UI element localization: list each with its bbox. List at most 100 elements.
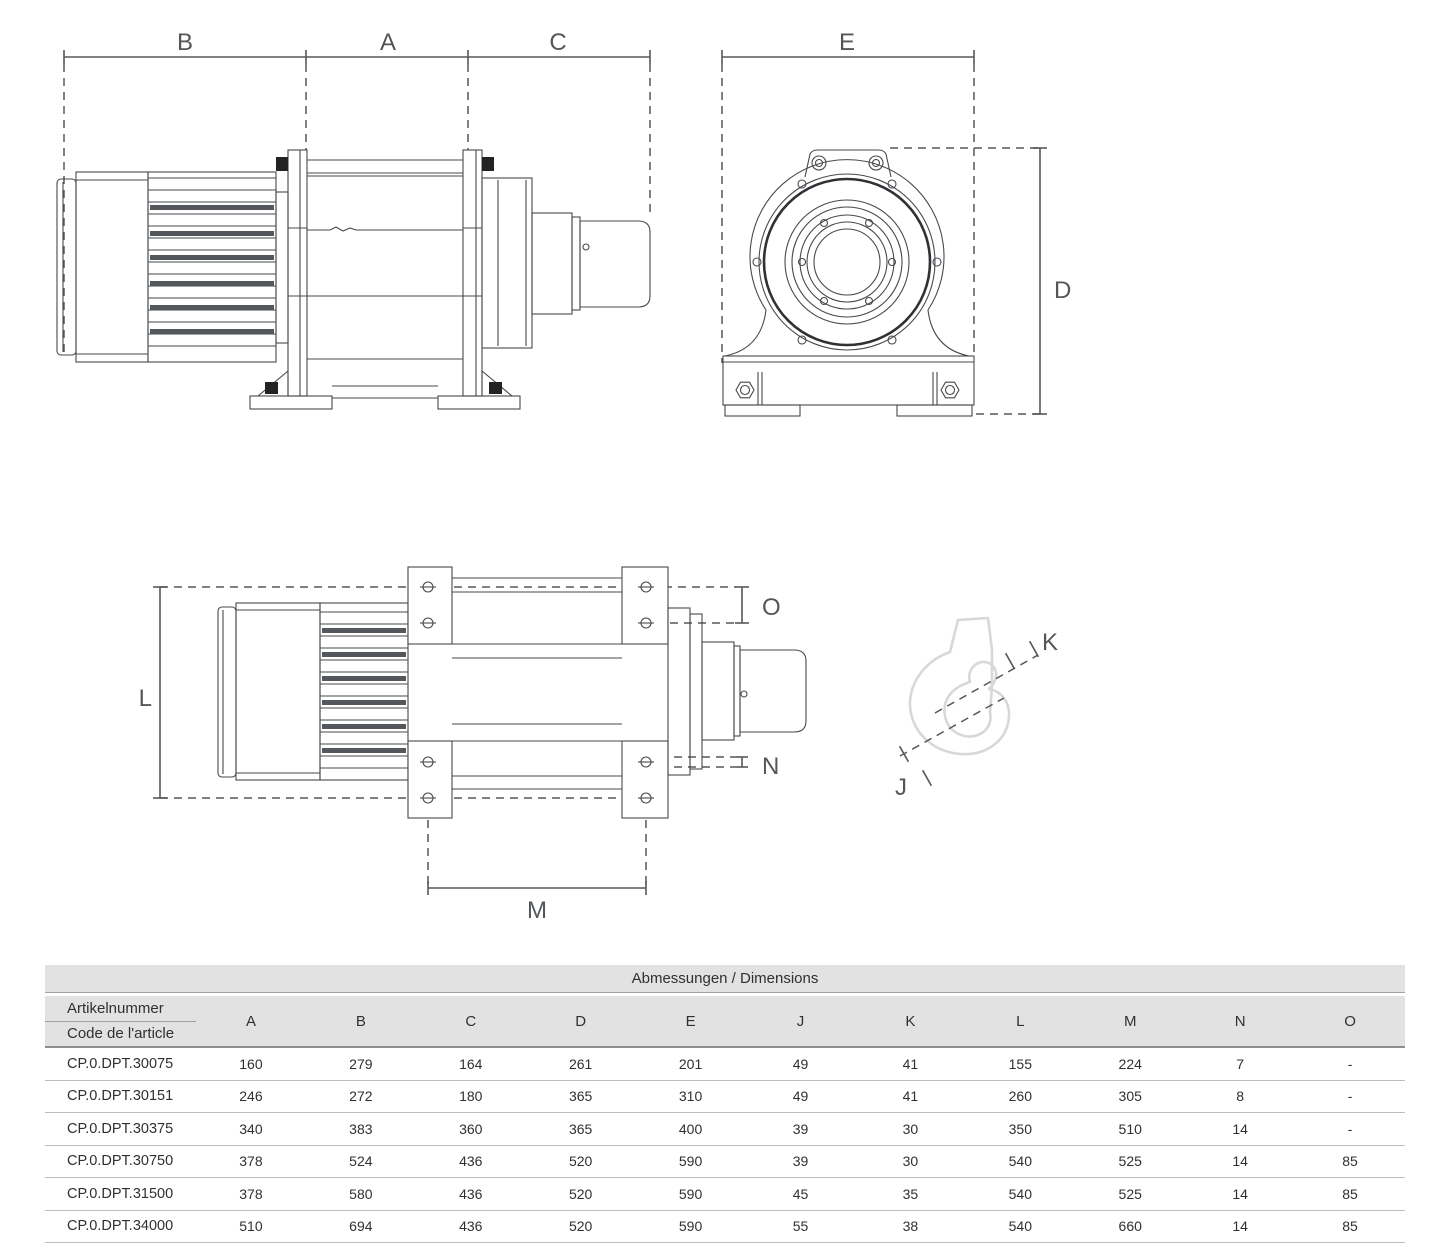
dim-value: 85 bbox=[1342, 1153, 1358, 1170]
header-divider bbox=[45, 1020, 196, 1022]
dim-value: 261 bbox=[568, 1055, 593, 1072]
column-header-o: O bbox=[1344, 1012, 1356, 1030]
column-header-e: E bbox=[685, 1012, 696, 1030]
dim-value: 520 bbox=[568, 1153, 593, 1170]
hook-measure-lines bbox=[898, 640, 1040, 787]
dim-value: 155 bbox=[1008, 1055, 1032, 1072]
dim-value: 279 bbox=[349, 1055, 373, 1072]
dim-line-l bbox=[153, 586, 167, 799]
dim-value: 35 bbox=[902, 1185, 919, 1202]
dim-label-a: A bbox=[380, 29, 396, 56]
dim-value: 580 bbox=[349, 1185, 373, 1202]
front-view-drawing: E D bbox=[721, 29, 1071, 417]
dim-value: 694 bbox=[349, 1218, 373, 1235]
dim-label-e: E bbox=[839, 29, 855, 56]
extension-lines-ed bbox=[721, 64, 1040, 415]
dim-label-l: L bbox=[139, 685, 152, 712]
dim-value: 49 bbox=[792, 1088, 809, 1105]
dim-value: 378 bbox=[239, 1185, 263, 1202]
dim-value: 525 bbox=[1118, 1153, 1142, 1170]
dim-label-d: D bbox=[1054, 277, 1071, 304]
dim-value: 39 bbox=[792, 1153, 809, 1170]
dim-label-o: O bbox=[762, 594, 781, 621]
motor-housing-top bbox=[217, 602, 321, 781]
dim-value: 272 bbox=[349, 1088, 373, 1105]
dim-value: 85 bbox=[1342, 1218, 1358, 1235]
dim-line-n bbox=[736, 756, 748, 768]
dim-value: 350 bbox=[1008, 1120, 1032, 1137]
dim-value: 8 bbox=[1236, 1088, 1245, 1105]
dim-label-n: N bbox=[762, 753, 779, 780]
table-title: Abmessungen / Dimensions bbox=[45, 965, 1405, 993]
dim-line-bac bbox=[63, 50, 651, 64]
dim-value: 45 bbox=[792, 1185, 809, 1202]
dim-value: 14 bbox=[1232, 1153, 1248, 1170]
table-header-row: Artikelnummer Code de l'article A B C D … bbox=[45, 996, 1405, 1048]
cooling-fins bbox=[147, 171, 289, 363]
dim-value: 224 bbox=[1118, 1055, 1142, 1072]
dim-value: 400 bbox=[678, 1120, 703, 1137]
dim-value: 540 bbox=[1008, 1218, 1032, 1235]
dim-value: 7 bbox=[1236, 1055, 1245, 1072]
dim-value: 340 bbox=[239, 1120, 263, 1137]
dim-value: 310 bbox=[678, 1088, 703, 1105]
article-code: CP.0.DPT.31500 bbox=[67, 1185, 174, 1202]
dim-line-o bbox=[735, 586, 749, 624]
dim-value: - bbox=[1347, 1088, 1353, 1105]
dim-value: 30 bbox=[902, 1153, 919, 1170]
column-header-j: J bbox=[796, 1012, 805, 1030]
dim-label-b: B bbox=[177, 29, 193, 56]
column-header-m: M bbox=[1123, 1012, 1137, 1030]
table-row: CP.0.DPT.30075 160 279 164 261 201 49 41… bbox=[45, 1048, 1405, 1081]
dim-value: 360 bbox=[459, 1120, 483, 1137]
dim-value: 49 bbox=[792, 1055, 809, 1072]
dimensions-table: Abmessungen / Dimensions Artikelnummer C… bbox=[45, 965, 1405, 1243]
dim-value: 510 bbox=[239, 1218, 263, 1235]
dim-value: 378 bbox=[239, 1153, 263, 1170]
dim-label-c: C bbox=[549, 29, 566, 56]
side-view-drawing: B A C bbox=[56, 29, 651, 410]
header-artikelnummer: Artikelnummer bbox=[67, 1000, 164, 1017]
dim-value: 383 bbox=[349, 1120, 373, 1137]
dim-value: 660 bbox=[1118, 1218, 1142, 1235]
column-header-a: A bbox=[245, 1012, 256, 1030]
table-row: CP.0.DPT.30375 340 383 360 365 400 39 30… bbox=[45, 1113, 1405, 1146]
dim-value: 365 bbox=[568, 1120, 593, 1137]
table-row: CP.0.DPT.30750 378 524 436 520 590 39 30… bbox=[45, 1145, 1405, 1178]
dim-value: 305 bbox=[1118, 1088, 1142, 1105]
header-code-article: Code de l'article bbox=[67, 1025, 175, 1042]
top-view-drawing: L O N M bbox=[139, 566, 807, 924]
dim-value: 164 bbox=[459, 1055, 483, 1072]
dim-value: 180 bbox=[459, 1088, 483, 1105]
table-row: CP.0.DPT.31500 378 580 436 520 590 45 35… bbox=[45, 1178, 1405, 1211]
cable-drum-top bbox=[452, 577, 622, 790]
dim-value: 246 bbox=[239, 1088, 263, 1105]
dim-value: 510 bbox=[1118, 1120, 1142, 1137]
dim-value: 520 bbox=[568, 1185, 593, 1202]
dim-value: - bbox=[1347, 1120, 1353, 1137]
dim-value: 160 bbox=[239, 1055, 263, 1072]
dim-value: 39 bbox=[792, 1120, 809, 1137]
mounting-plates bbox=[407, 566, 669, 819]
pedestal-body bbox=[722, 149, 975, 417]
dim-label-j: J bbox=[895, 774, 907, 801]
gearbox-top bbox=[667, 607, 807, 776]
column-header-c: C bbox=[465, 1012, 477, 1030]
dim-value: 524 bbox=[349, 1153, 373, 1170]
dim-value: 590 bbox=[678, 1218, 703, 1235]
column-header-k: K bbox=[905, 1012, 916, 1030]
drum-and-supports bbox=[249, 149, 521, 410]
technical-drawings: B A C bbox=[56, 29, 1071, 924]
column-header-d: D bbox=[575, 1012, 587, 1030]
dim-value: 436 bbox=[459, 1153, 483, 1170]
dim-value: 14 bbox=[1232, 1218, 1248, 1235]
dim-value: 201 bbox=[678, 1055, 703, 1072]
dim-line-e bbox=[721, 50, 975, 64]
extension-lines-bac bbox=[63, 64, 651, 352]
dim-line-m bbox=[427, 881, 647, 895]
motor-housing bbox=[56, 171, 149, 363]
cooling-fins-top bbox=[319, 602, 409, 781]
article-code: CP.0.DPT.30075 bbox=[67, 1055, 174, 1072]
article-code: CP.0.DPT.30375 bbox=[67, 1120, 174, 1137]
hook-icon bbox=[908, 616, 1011, 756]
